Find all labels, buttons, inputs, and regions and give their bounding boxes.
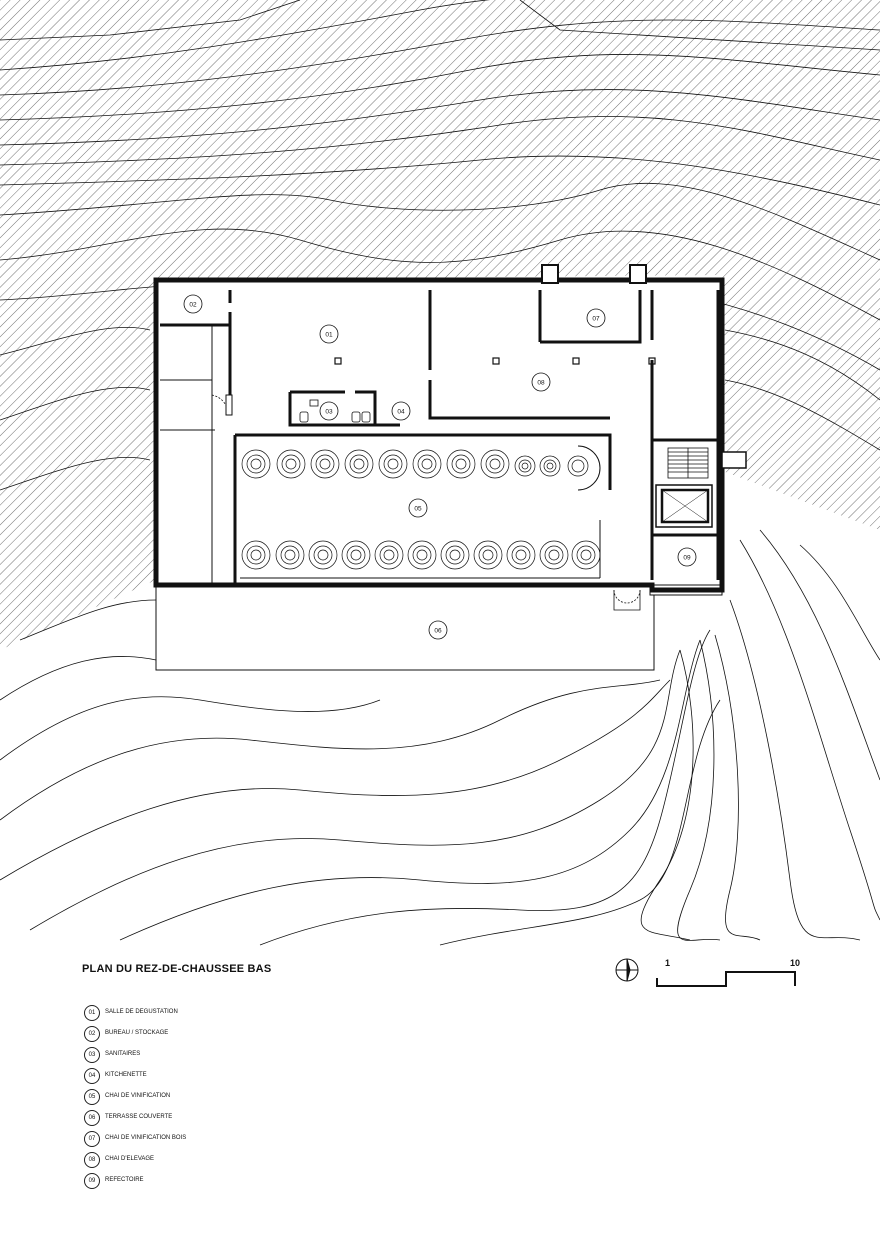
scale-label-end: 10 — [790, 958, 801, 968]
legend-number: 01 — [84, 1005, 100, 1021]
building-walls — [153, 264, 747, 596]
legend-item-08: 08 CHAI D'ELEVAGE — [84, 1152, 344, 1173]
room-tag-05: 05 — [414, 506, 422, 513]
legend-number: 03 — [84, 1047, 100, 1063]
room-tag-08: 08 — [537, 380, 545, 387]
legend-number: 06 — [84, 1110, 100, 1126]
legend-number: 09 — [84, 1173, 100, 1189]
doors — [211, 394, 641, 611]
room-tag-09: 09 — [683, 555, 691, 562]
contour-lines — [0, 529, 880, 946]
room-tag-07: 07 — [592, 316, 600, 323]
legend-item-04: 04 KITCHENETTE — [84, 1068, 344, 1089]
scale-bar — [656, 971, 796, 987]
legend-label: CHAI DE VINIFICATION BOIS — [105, 1135, 187, 1141]
room-tag-01: 01 — [325, 332, 333, 339]
terrace-slab — [155, 584, 655, 671]
hatched-terrain — [0, 0, 880, 650]
legend-item-06: 06 TERRASSE COUVERTE — [84, 1110, 344, 1131]
interior-walls — [160, 290, 720, 585]
room-legend: 01 SALLE DE DEGUSTATION 02 BUREAU / STOC… — [84, 1005, 344, 1194]
legend-number: 07 — [84, 1131, 100, 1147]
legend-number: 02 — [84, 1026, 100, 1042]
sanitary-fixtures — [299, 399, 371, 423]
legend-label: SANITAIRES — [105, 1051, 141, 1057]
legend-item-02: 02 BUREAU / STOCKAGE — [84, 1026, 344, 1047]
legend-label: CHAI D'ELEVAGE — [105, 1156, 155, 1162]
legend-item-05: 05 CHAI DE VINIFICATION — [84, 1089, 344, 1110]
legend-item-07: 07 CHAI DE VINIFICATION BOIS — [84, 1131, 344, 1152]
room-tag-03: 03 — [325, 409, 333, 416]
stairs-and-lift — [655, 447, 713, 528]
scale-label-start: 1 — [665, 958, 671, 968]
legend-label: TERRASSE COUVERTE — [105, 1114, 173, 1120]
legend-number: 04 — [84, 1068, 100, 1084]
legend-label: BUREAU / STOCKAGE — [105, 1030, 169, 1036]
legend-number: 05 — [84, 1089, 100, 1105]
legend-item-03: 03 SANITAIRES — [84, 1047, 344, 1068]
legend-item-09: 09 REFECTOIRE — [84, 1173, 344, 1194]
legend-label: REFECTOIRE — [105, 1177, 144, 1183]
structural-columns — [334, 357, 656, 365]
legend-label: SALLE DE DEGUSTATION — [105, 1009, 178, 1015]
room-tag-04: 04 — [397, 409, 405, 416]
room-tag-06: 06 — [434, 628, 442, 635]
wine-tanks — [241, 445, 601, 570]
north-arrow-icon — [615, 958, 639, 982]
legend-label: CHAI DE VINIFICATION — [105, 1093, 171, 1099]
legend-item-01: 01 SALLE DE DEGUSTATION — [84, 1005, 344, 1026]
plan-title: PLAN DU REZ-DE-CHAUSSEE BAS — [82, 963, 272, 975]
room-tag-02: 02 — [189, 302, 197, 309]
room-tags — [183, 294, 697, 640]
legend-number: 08 — [84, 1152, 100, 1168]
legend-label: KITCHENETTE — [105, 1072, 147, 1078]
